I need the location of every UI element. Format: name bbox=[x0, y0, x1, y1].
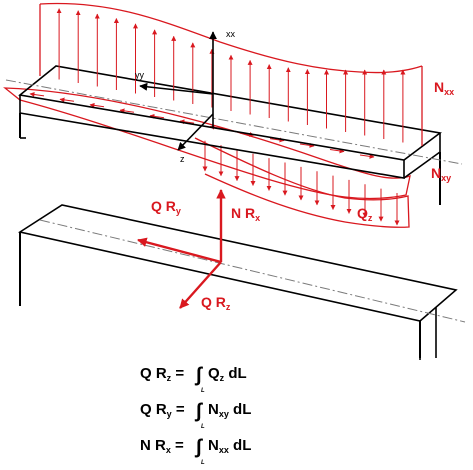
nxy-distribution-outline bbox=[3, 87, 411, 200]
svg-text:L: L bbox=[201, 460, 205, 466]
arrow-qrz bbox=[179, 261, 222, 309]
nxy-arrow bbox=[119, 108, 135, 114]
nxy-arrow bbox=[59, 97, 75, 103]
svg-text:Q Ry =: Q Ry = bbox=[140, 401, 185, 419]
nxy-shear-arrows bbox=[29, 91, 375, 159]
nxy-arrow bbox=[179, 119, 195, 125]
nxy-arrow bbox=[329, 148, 345, 154]
qz-distribution-outline bbox=[194, 137, 410, 228]
equation-qry: Q Ry = ∫ L Nxy dL bbox=[140, 400, 251, 430]
bottom-view: Q Ry N Rx Q Rz bbox=[17, 189, 466, 360]
axis-label-yy: yy bbox=[135, 70, 145, 80]
top-beam-upper-face bbox=[18, 65, 442, 161]
svg-text:N Rx =: N Rx = bbox=[140, 437, 184, 455]
qz-distribution-arrows bbox=[202, 140, 400, 226]
svg-text:Q Rz =: Q Rz = bbox=[140, 365, 184, 383]
svg-text:L: L bbox=[201, 388, 205, 394]
nxy-arrow bbox=[299, 142, 315, 148]
top-view: xx yy z Nxx Nxy Qz bbox=[3, 2, 463, 228]
bottom-beam-upper-face bbox=[17, 204, 458, 322]
top-beam-centerline bbox=[5, 79, 463, 165]
label-nrx: N Rx bbox=[231, 205, 260, 223]
integral-sign: ∫ bbox=[194, 400, 203, 422]
label-qry: Q Ry bbox=[151, 198, 181, 216]
equation-nrx: N Rx = ∫ L Nxx dL bbox=[140, 436, 251, 466]
arrow-qry bbox=[137, 237, 222, 264]
axis-z-line bbox=[177, 113, 214, 151]
equations: Q Rz = ∫ L Qz dL Q Ry = ∫ L Nxy dL N Rx … bbox=[140, 364, 251, 466]
label-nxy: Nxy bbox=[431, 165, 451, 183]
axis-yy-line bbox=[139, 82, 214, 95]
nxy-arrow bbox=[149, 113, 165, 119]
nxy-arrow bbox=[89, 102, 105, 108]
svg-text:Nxx dL: Nxx dL bbox=[208, 437, 251, 455]
axis-label-z: z bbox=[180, 154, 185, 164]
nxy-arrow bbox=[29, 91, 45, 97]
nxy-arrow bbox=[359, 153, 375, 159]
equation-qrz: Q Rz = ∫ L Qz dL bbox=[140, 364, 247, 394]
svg-text:Nxy dL: Nxy dL bbox=[208, 401, 251, 419]
integral-sign: ∫ bbox=[194, 364, 203, 386]
label-qz: Qz bbox=[357, 205, 373, 223]
integral-sign: ∫ bbox=[194, 436, 203, 458]
svg-text:Qz dL: Qz dL bbox=[208, 365, 247, 383]
nxy-arrow bbox=[269, 137, 285, 143]
top-beam-front-face bbox=[19, 95, 405, 179]
label-nxx: Nxx bbox=[434, 79, 454, 97]
axis-label-xx: xx bbox=[226, 29, 236, 39]
label-qrz: Q Rz bbox=[201, 294, 231, 312]
svg-text:L: L bbox=[201, 424, 205, 430]
bottom-beam-centerline bbox=[39, 219, 466, 323]
